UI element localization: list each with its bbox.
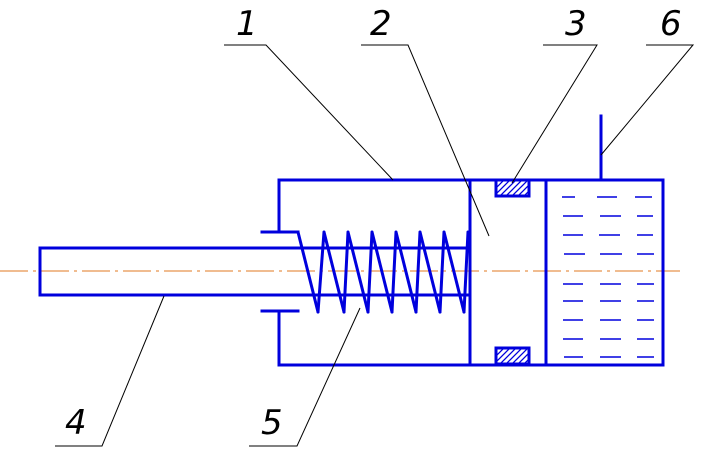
fluid-lines: [562, 196, 654, 358]
label-2: 2: [370, 4, 392, 44]
label-1: 1: [236, 4, 258, 44]
label-5: 5: [261, 403, 283, 443]
seal-bottom: [494, 346, 531, 366]
piston: [468, 178, 548, 367]
leader-6: [600, 44, 695, 156]
spring: [296, 230, 470, 314]
leader-4: [55, 295, 165, 447]
housing-bottom: [277, 309, 472, 367]
label-3: 3: [565, 4, 587, 44]
label-4: 4: [65, 403, 87, 443]
piston-seals: [494, 178, 531, 366]
seal-top: [494, 178, 531, 198]
cylinder-structure: [38, 114, 665, 367]
leader-lines: [55, 44, 695, 447]
leader-1: [224, 44, 394, 181]
leader-5: [249, 307, 361, 447]
label-6: 6: [660, 4, 682, 44]
leader-3: [511, 44, 598, 184]
housing-top: [277, 178, 472, 234]
leader-2: [361, 44, 490, 237]
fluid-chamber: [544, 178, 665, 367]
